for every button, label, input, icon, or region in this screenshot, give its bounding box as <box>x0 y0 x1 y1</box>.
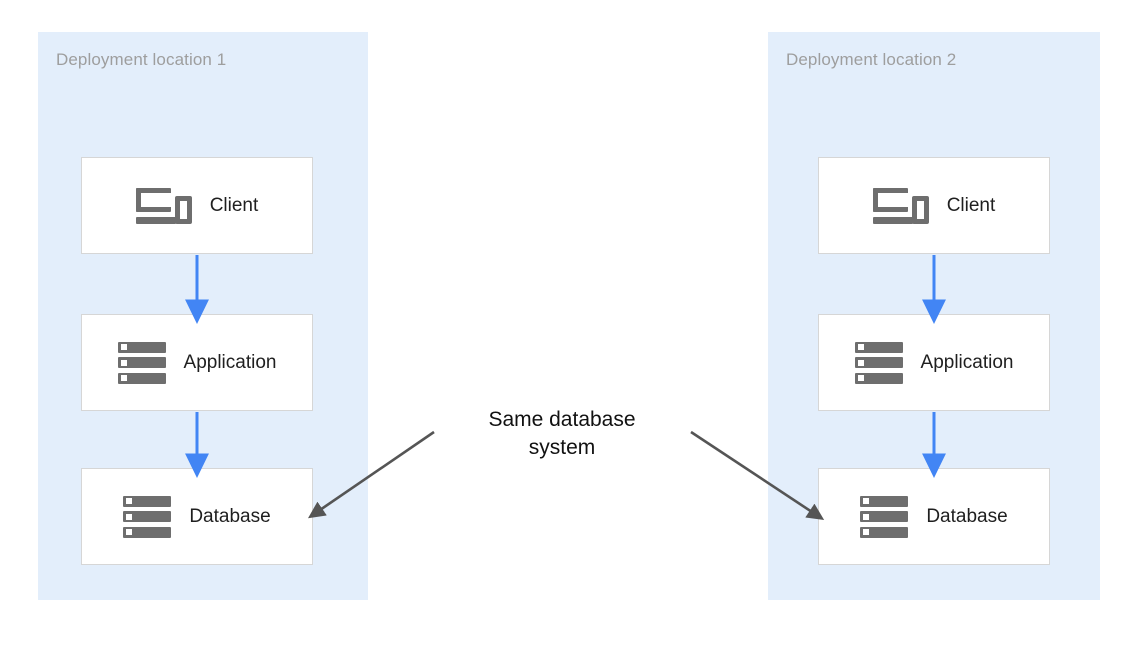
node-client-2[interactable]: Client <box>818 157 1050 254</box>
devices-icon <box>135 186 192 226</box>
storage-icon <box>117 341 166 384</box>
annotation-same-database-system: Same database system <box>488 408 636 459</box>
storage-icon-bay <box>117 357 166 368</box>
storage-icon-bay <box>854 341 903 353</box>
node-client-1-content: Client <box>135 186 259 226</box>
storage-icon-bay <box>860 526 909 538</box>
devices-icon-phone <box>174 195 192 224</box>
devices-icon-base <box>135 216 176 224</box>
node-application-2-label: Application <box>920 351 1014 373</box>
node-database-1[interactable]: Database <box>81 468 313 565</box>
node-client-1-label: Client <box>209 194 259 216</box>
storage-icon-bay <box>123 526 172 538</box>
storage-icon-bay <box>123 495 172 507</box>
node-database-2-label: Database <box>926 505 1008 527</box>
devices-icon <box>872 186 929 226</box>
node-client-2-content: Client <box>872 186 996 226</box>
node-client-2-label: Client <box>946 194 996 216</box>
node-database-2-content: Database <box>860 495 1008 538</box>
node-application-2-content: Application <box>854 341 1014 384</box>
storage-icon-bay <box>123 511 172 522</box>
storage-icon-bay <box>860 495 909 507</box>
node-application-1-label: Application <box>183 351 277 373</box>
storage-icon-bay <box>860 511 909 522</box>
node-application-2[interactable]: Application <box>818 314 1050 411</box>
storage-icon <box>860 495 909 538</box>
node-client-1[interactable]: Client <box>81 157 313 254</box>
devices-icon-phone <box>911 195 929 224</box>
storage-icon-bay <box>117 372 166 384</box>
zone-2-title: Deployment location 2 <box>786 50 957 69</box>
node-application-1-content: Application <box>117 341 277 384</box>
node-database-1-label: Database <box>189 505 271 527</box>
storage-icon <box>123 495 172 538</box>
storage-icon-bay <box>854 372 903 384</box>
devices-icon-screen <box>872 187 908 212</box>
storage-icon <box>854 341 903 384</box>
devices-icon-base <box>872 216 913 224</box>
storage-icon-bay <box>117 341 166 353</box>
node-database-1-content: Database <box>123 495 271 538</box>
node-application-1[interactable]: Application <box>81 314 313 411</box>
devices-icon-screen <box>135 187 171 212</box>
zone-1-title: Deployment location 1 <box>56 50 227 69</box>
node-database-2[interactable]: Database <box>818 468 1050 565</box>
storage-icon-bay <box>854 357 903 368</box>
